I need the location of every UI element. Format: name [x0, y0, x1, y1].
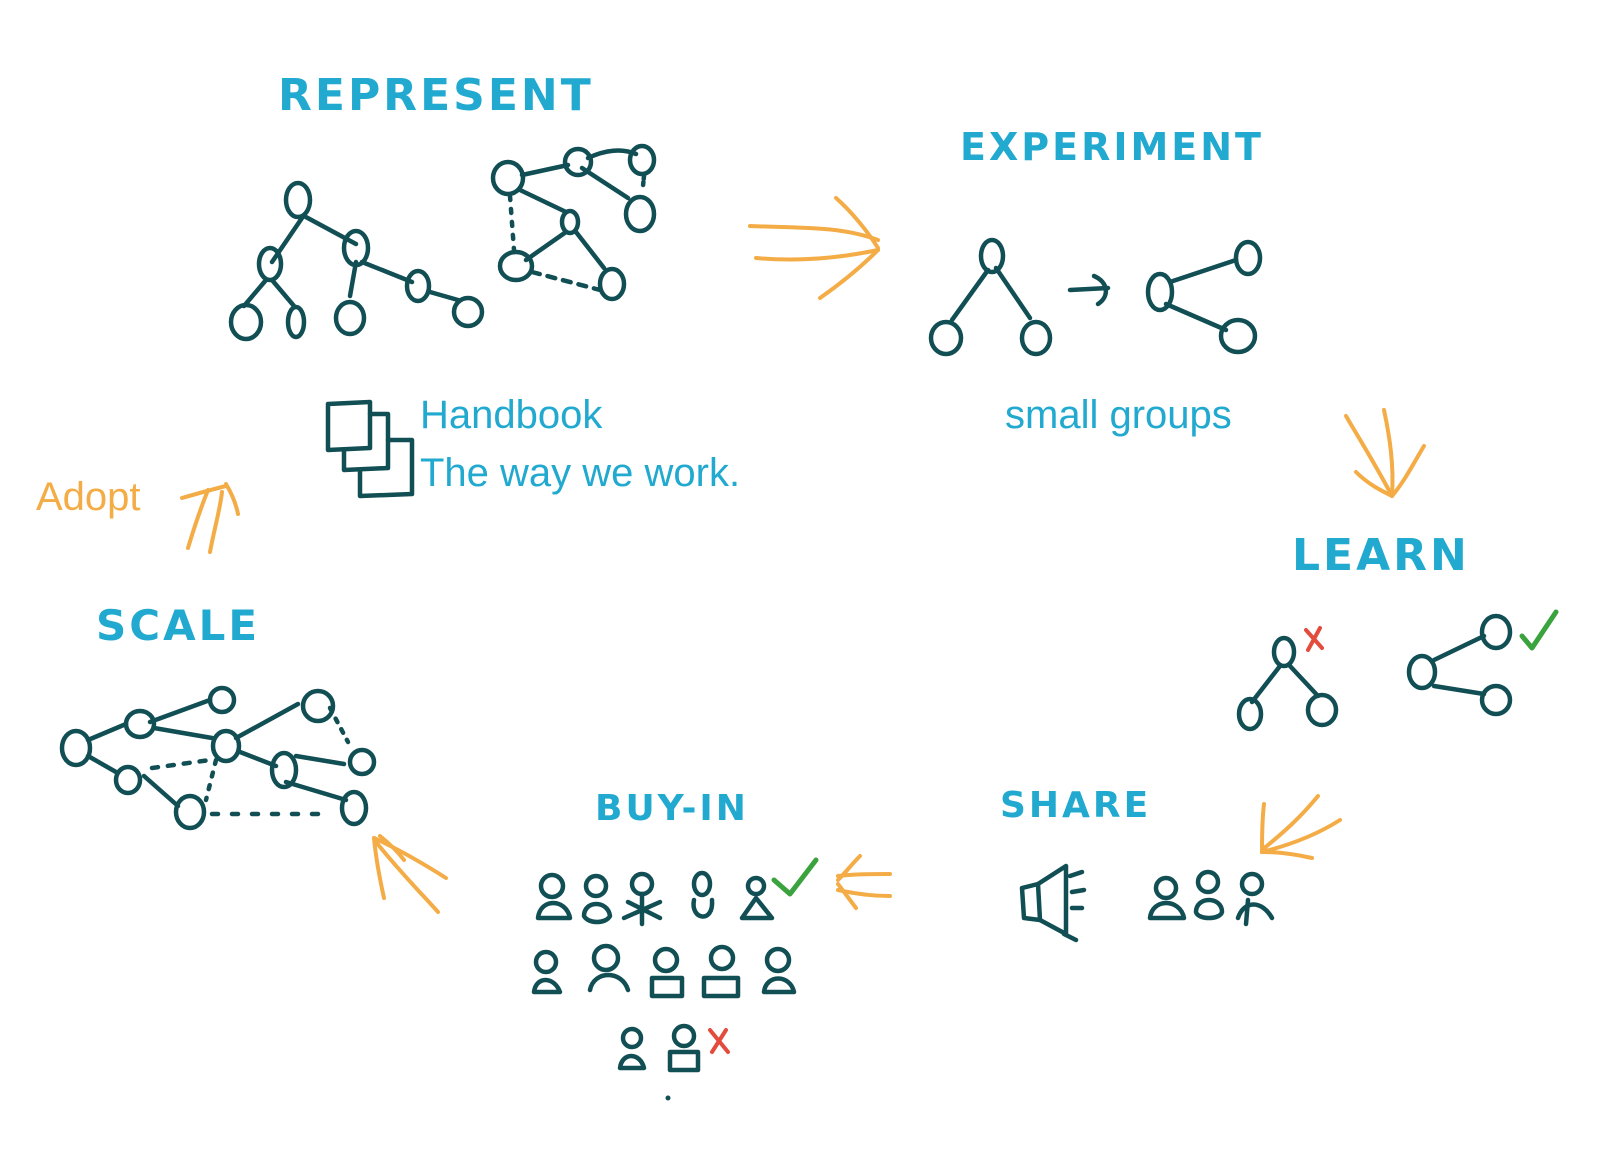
person-icon: [581, 873, 613, 925]
arrow-learn-to-share: [1260, 794, 1342, 860]
person-icon: [621, 871, 663, 927]
experiment-arrow-icon: [1067, 273, 1111, 307]
note-handbook: Handbook: [420, 393, 603, 437]
megaphone-icon: [1019, 863, 1087, 943]
continuation-dot: [665, 1095, 671, 1101]
learn-cross-icon: [1304, 626, 1324, 652]
person-icon: [1147, 875, 1187, 921]
scale-network-diagram: [59, 685, 377, 831]
arrow-experiment-to-learn: [1344, 408, 1426, 498]
note-way-we-work: The way we work.: [420, 451, 740, 495]
stage-label-buy-in: BUY-IN: [595, 788, 749, 829]
learn-tree-diagram: [1236, 635, 1339, 732]
arrow-share-to-buy-in: [836, 854, 892, 910]
represent-tree-diagram: [228, 180, 485, 342]
person-icon: [531, 949, 563, 995]
buy-in-people-crowd: [531, 870, 797, 1073]
arrow-represent-to-experiment: [748, 196, 880, 300]
note-small-groups: small groups: [1005, 393, 1232, 437]
person-icon: [587, 943, 631, 993]
stage-label-scale: SCALE: [96, 601, 260, 650]
note-adopt: Adopt: [36, 475, 141, 519]
represent-network-diagram: [490, 143, 657, 302]
person-icon: [617, 1026, 647, 1071]
experiment-flat-diagram: [1145, 239, 1263, 355]
experiment-tree-diagram: [928, 237, 1053, 357]
document-stack-icon: [325, 399, 415, 499]
stage-label-learn: LEARN: [1292, 530, 1470, 581]
stage-label-experiment: EXPERIMENT: [960, 125, 1264, 169]
person-icon: [761, 946, 797, 995]
person-icon: [649, 946, 685, 999]
person-icon: [1193, 869, 1225, 921]
person-icon: [691, 870, 715, 919]
stage-label-represent: REPRESENT: [278, 70, 594, 121]
person-icon: [1235, 871, 1275, 927]
person-icon: [535, 872, 573, 921]
buy-in-cross-icon: [708, 1028, 730, 1054]
person-icon: [667, 1023, 701, 1073]
arrow-scale-to-represent: [180, 482, 240, 554]
stage-label-share: SHARE: [1000, 785, 1151, 826]
person-icon: [739, 875, 775, 921]
learn-checkmark-icon: [1519, 609, 1559, 651]
share-people-group: [1147, 869, 1275, 927]
person-icon: [701, 944, 741, 999]
arrow-buy-in-to-scale: [372, 834, 448, 914]
buy-in-checkmark-icon: [771, 857, 819, 897]
learn-flat-diagram: [1406, 613, 1513, 717]
